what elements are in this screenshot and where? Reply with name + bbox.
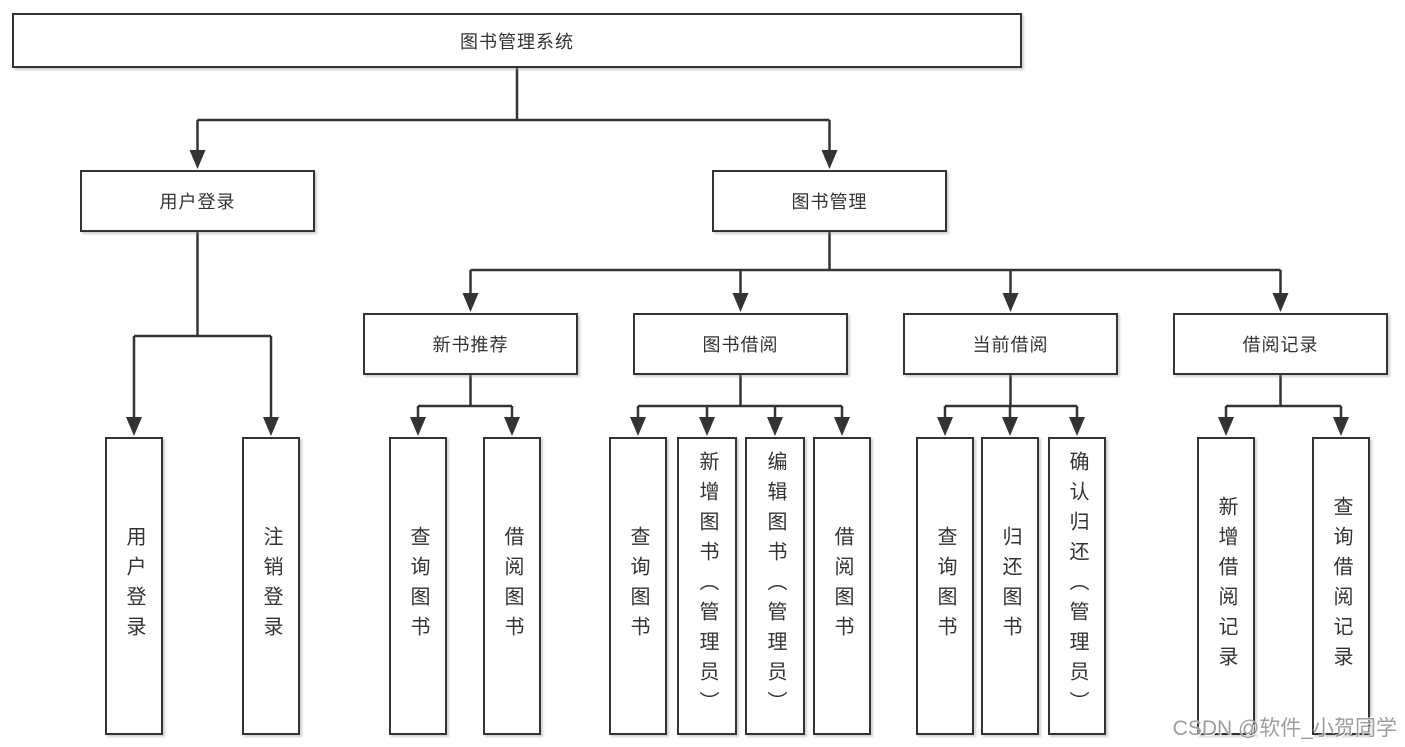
leaf-borrow-books-recommend: 借阅图书 xyxy=(483,437,541,735)
node-book-borrowing: 图书借阅 xyxy=(633,313,848,375)
node-label: 图书管理 xyxy=(791,192,868,212)
leaf-add-books-admin: 新增图书（管理员） xyxy=(677,437,737,735)
node-label: 图书管理系统 xyxy=(460,31,574,52)
leaf-label: 查询图书 xyxy=(627,526,649,646)
leaf-label: 查询图书 xyxy=(407,526,429,646)
node-label: 当前借阅 xyxy=(972,335,1049,355)
node-label: 新书推荐 xyxy=(432,335,509,355)
arrowheads xyxy=(126,150,1349,436)
leaf-label: 借阅图书 xyxy=(501,526,523,646)
node-label: 借阅记录 xyxy=(1242,335,1319,355)
leaf-label: 归还图书 xyxy=(999,526,1021,646)
leaf-logout: 注销登录 xyxy=(242,437,300,735)
node-user-login: 用户登录 xyxy=(80,170,315,232)
leaf-label: 用户登录 xyxy=(123,526,145,646)
csdn-watermark: CSDN @软件_小贺同学 xyxy=(1172,717,1397,740)
leaf-edit-books-admin: 编辑图书（管理员） xyxy=(745,437,805,735)
leaf-label: 编辑图书（管理员） xyxy=(764,451,786,721)
leaf-label: 注销登录 xyxy=(260,526,282,646)
node-new-book-recommendation: 新书推荐 xyxy=(363,313,578,375)
leaf-label: 借阅图书 xyxy=(831,526,853,646)
leaf-query-borrow-record: 查询借阅记录 xyxy=(1312,437,1370,735)
leaf-query-books-borrowing: 查询图书 xyxy=(609,437,667,735)
node-root-library-system: 图书管理系统 xyxy=(12,13,1022,68)
connector-path xyxy=(132,68,1343,420)
leaf-label: 新增图书（管理员） xyxy=(696,451,718,721)
leaf-label: 确认归还（管理员） xyxy=(1066,451,1088,721)
node-current-borrowing: 当前借阅 xyxy=(903,313,1118,375)
leaf-return-books: 归还图书 xyxy=(981,437,1039,735)
leaf-label: 查询图书 xyxy=(934,526,956,646)
node-label: 用户登录 xyxy=(159,192,236,212)
node-book-management: 图书管理 xyxy=(712,170,947,232)
leaf-query-books-current: 查询图书 xyxy=(916,437,974,735)
leaf-add-borrow-record: 新增借阅记录 xyxy=(1197,437,1255,735)
leaf-label: 查询借阅记录 xyxy=(1330,496,1352,676)
node-borrowing-records: 借阅记录 xyxy=(1173,313,1388,375)
leaf-borrow-books: 借阅图书 xyxy=(813,437,871,735)
node-label: 图书借阅 xyxy=(702,335,779,355)
leaf-label: 新增借阅记录 xyxy=(1215,496,1237,676)
leaf-query-books-recommend: 查询图书 xyxy=(389,437,447,735)
leaf-confirm-return-admin: 确认归还（管理员） xyxy=(1048,437,1106,735)
leaf-user-login: 用户登录 xyxy=(105,437,163,735)
